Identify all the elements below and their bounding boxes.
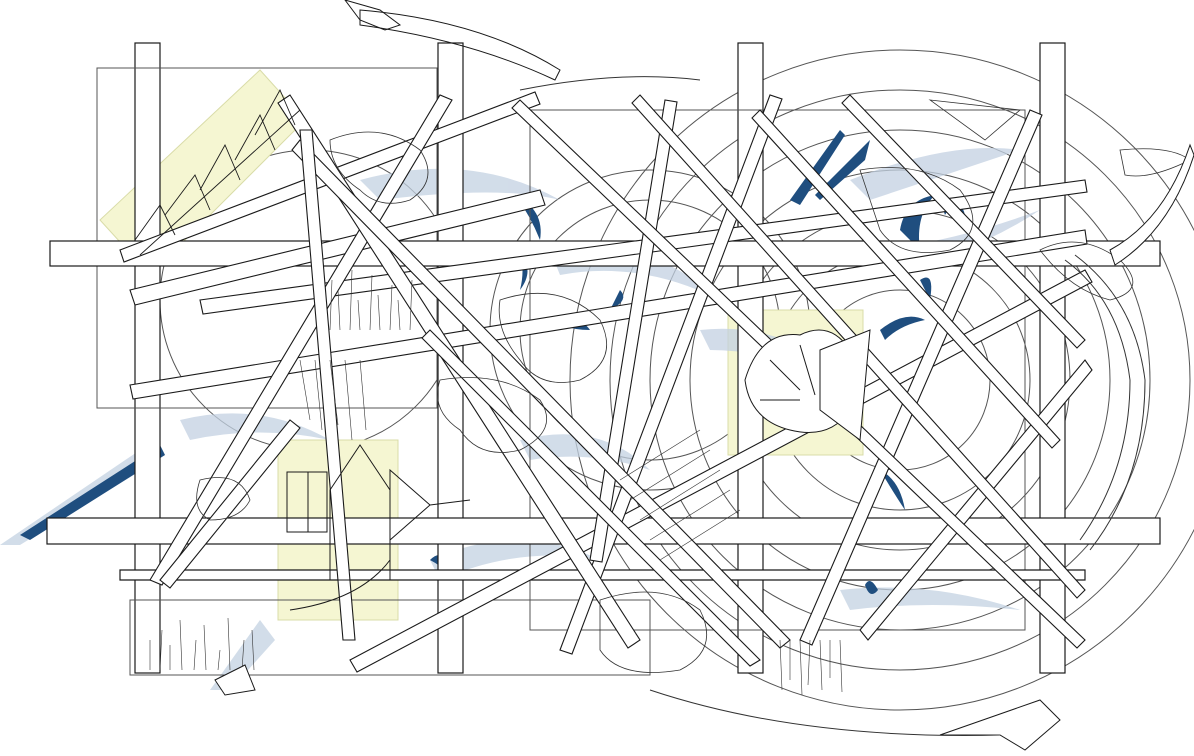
arrow-shapes [214,0,1194,751]
hatching-texture [149,269,843,696]
pale-blue-strokes [0,148,1040,690]
peaks-drawing [134,88,301,256]
house-drawing [286,444,471,611]
crumpled-flower [744,329,871,441]
thin-slats [159,129,356,641]
curved-bands [519,76,1146,736]
